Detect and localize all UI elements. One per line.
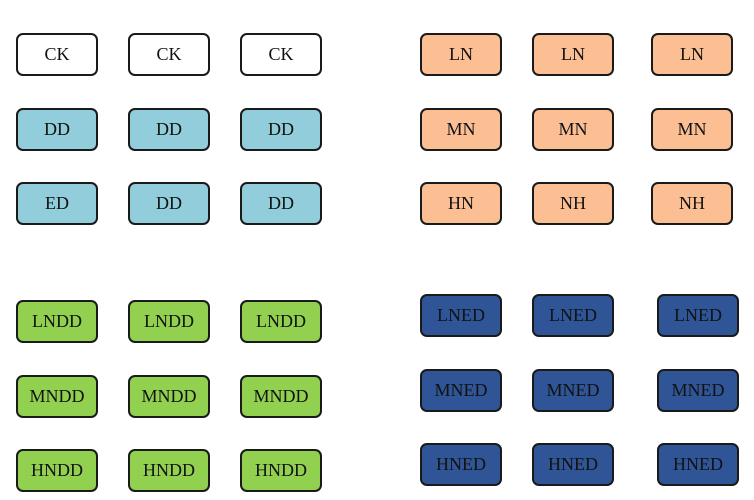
label-box-ck: CK	[16, 33, 98, 76]
label-box-ck: CK	[128, 33, 210, 76]
label-box-hned: HNED	[657, 443, 739, 486]
label-box-ck: CK	[240, 33, 322, 76]
label-box-hn: HN	[420, 182, 502, 225]
label-box-mndd: MNDD	[128, 375, 210, 418]
label-box-lned: LNED	[420, 294, 502, 337]
label-box-mned: MNED	[420, 369, 502, 412]
label-box-hned: HNED	[420, 443, 502, 486]
label-box-hndd: HNDD	[128, 449, 210, 492]
label-box-nh: NH	[651, 182, 733, 225]
label-box-mn: MN	[651, 108, 733, 151]
label-box-hned: HNED	[532, 443, 614, 486]
label-box-lned: LNED	[532, 294, 614, 337]
label-box-mn: MN	[532, 108, 614, 151]
label-box-mndd: MNDD	[240, 375, 322, 418]
label-box-ln: LN	[532, 33, 614, 76]
label-box-dd: DD	[240, 108, 322, 151]
label-box-hndd: HNDD	[240, 449, 322, 492]
label-box-mned: MNED	[657, 369, 739, 412]
label-box-mndd: MNDD	[16, 375, 98, 418]
label-box-dd: DD	[128, 108, 210, 151]
label-box-ed: ED	[16, 182, 98, 225]
label-box-mn: MN	[420, 108, 502, 151]
label-box-ln: LN	[651, 33, 733, 76]
label-box-hndd: HNDD	[16, 449, 98, 492]
label-box-dd: DD	[240, 182, 322, 225]
label-box-lned: LNED	[657, 294, 739, 337]
label-box-lndd: LNDD	[128, 300, 210, 343]
label-box-lndd: LNDD	[16, 300, 98, 343]
label-box-lndd: LNDD	[240, 300, 322, 343]
label-box-nh: NH	[532, 182, 614, 225]
label-box-mned: MNED	[532, 369, 614, 412]
label-box-dd: DD	[16, 108, 98, 151]
label-box-dd: DD	[128, 182, 210, 225]
label-box-ln: LN	[420, 33, 502, 76]
